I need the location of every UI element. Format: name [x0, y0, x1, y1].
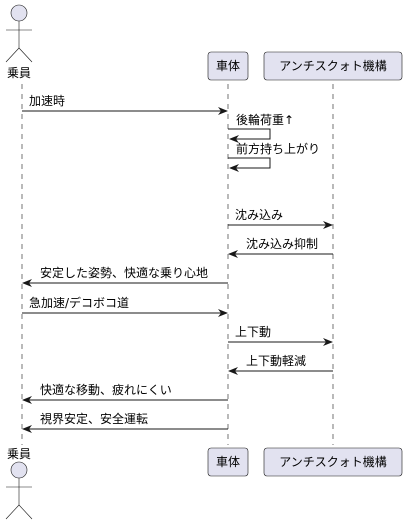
message-label: 沈み込み抑制	[246, 236, 318, 251]
message-label: 加速時	[29, 94, 65, 108]
message-label: 後輪荷重↑	[236, 112, 294, 127]
participant-box-body-bottom	[207, 447, 249, 477]
message-label: 急加速/デコボコ道	[29, 295, 129, 310]
message-label: 上下動軽減	[246, 353, 306, 368]
participant-label-antisquat-bottom: アンチスクォト機構	[279, 454, 387, 469]
message-arrow-self	[228, 128, 271, 143]
message-label: 視界安定、安全運転	[40, 411, 148, 426]
actor-label-bottom: 乗員	[7, 447, 31, 461]
participant-label-body-bottom: 車体	[216, 455, 240, 469]
participant-label-antisquat-top: アンチスクォト機構	[279, 58, 387, 73]
message-label: 安定した姿勢、快適な乗り心地	[40, 265, 208, 280]
actor-figure-bottom	[5, 461, 33, 520]
participant-box-antisquat-bottom	[263, 447, 403, 477]
actor-figure-top	[5, 4, 33, 63]
participant-box-body-top	[207, 51, 249, 81]
message-label: 上下動	[235, 325, 271, 339]
message-label: 快適な移動、疲れにくい	[40, 382, 172, 397]
message-arrow-self	[228, 157, 271, 172]
participant-box-antisquat-top	[263, 51, 403, 81]
participant-label-body-top: 車体	[216, 59, 240, 73]
message-label: 沈み込み	[235, 207, 283, 222]
message-label: 前方持ち上がり	[236, 141, 320, 156]
actor-label-top: 乗員	[7, 66, 31, 80]
